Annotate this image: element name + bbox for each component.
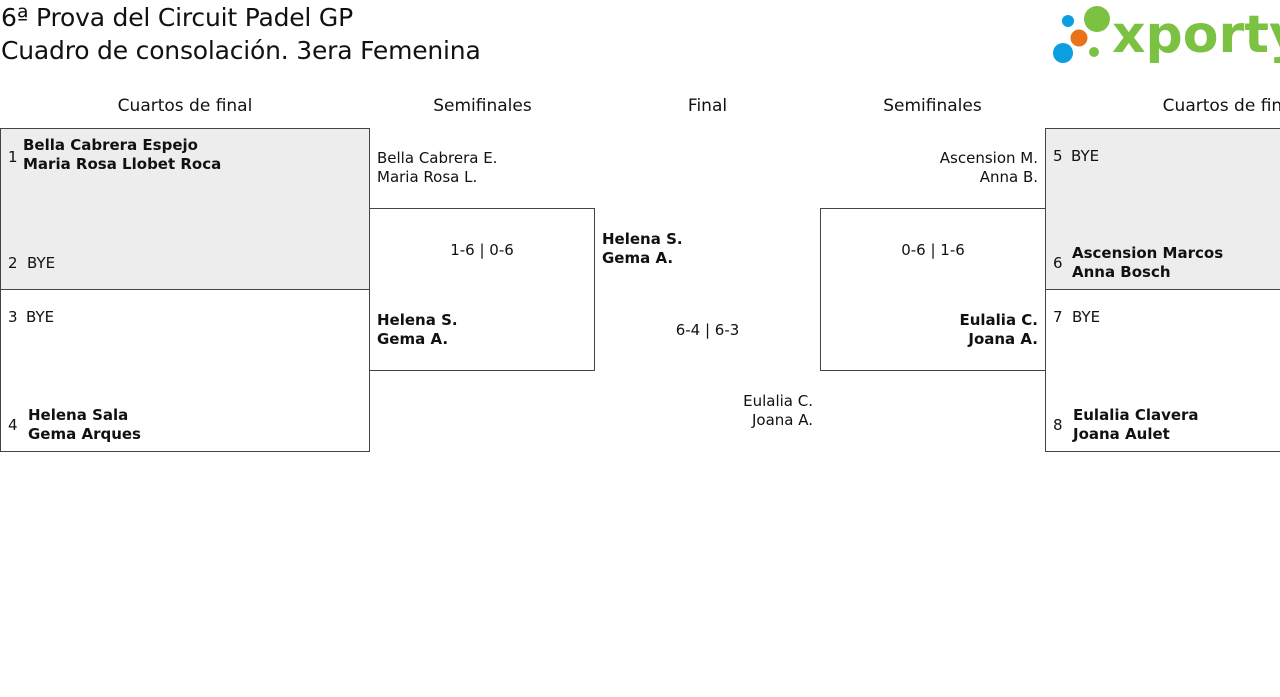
bye-label: BYE — [1071, 147, 1100, 165]
player-name: Anna B. — [979, 168, 1038, 186]
logo-dots-icon — [1053, 6, 1110, 63]
page-subtitle: Cuadro de consolación. 3era Femenina — [1, 36, 481, 65]
bye-label: BYE — [1072, 308, 1101, 326]
seed-number: 8 — [1053, 416, 1063, 434]
team-name: Bella Cabrera Espejo Maria Rosa Llobet R… — [23, 136, 221, 174]
player-name: Gema Arques — [28, 425, 141, 443]
left-semi-box[interactable]: 1-6 | 0-6 Helena S. Gema A. — [369, 208, 595, 371]
player-name: Bella Cabrera Espejo — [23, 136, 198, 154]
left-qf2-box[interactable]: 3 BYE 4 Helena Sala Gema Arques — [0, 289, 370, 452]
player-name: Eulalia C. — [959, 311, 1038, 329]
player-name: Helena Sala — [28, 406, 129, 424]
match-score: 0-6 | 1-6 — [901, 241, 965, 259]
seed-number: 2 — [8, 254, 18, 272]
player-name: Helena S. — [602, 230, 683, 248]
player-name: Bella Cabrera E. — [377, 149, 498, 167]
seed-number: 5 — [1053, 147, 1063, 165]
player-name: Ascension Marcos — [1072, 244, 1224, 262]
team-name: Eulalia Clavera Joana Aulet — [1073, 406, 1199, 444]
logo-wordmark: xporty — [1112, 5, 1280, 65]
player-name: Joana Aulet — [1073, 425, 1170, 443]
page-title: 6ª Prova del Circuit Padel GP — [1, 3, 353, 32]
right-qf1-box[interactable]: 5 BYE 6 Ascension Marcos Anna Bosch — [1045, 128, 1280, 290]
player-name: Joana A. — [751, 411, 813, 429]
final-bottom-team: Eulalia C. Joana A. — [700, 392, 813, 430]
right-semi-bottom-team: Eulalia C. Joana A. — [861, 311, 1038, 349]
left-semi-bottom-team: Helena S. Gema A. — [377, 311, 458, 349]
final-score: 6-4 | 6-3 — [675, 321, 740, 339]
left-qf1-box[interactable]: 1 Bella Cabrera Espejo Maria Rosa Llobet… — [0, 128, 370, 290]
right-qf2-box[interactable]: 7 BYE 8 Eulalia Clavera Joana Aulet — [1045, 289, 1280, 452]
seed-number: 7 — [1053, 308, 1063, 326]
team-name: Ascension Marcos Anna Bosch — [1072, 244, 1223, 282]
bye-label: BYE — [27, 254, 56, 272]
match-score: 1-6 | 0-6 — [450, 241, 514, 259]
seed-number: 4 — [8, 416, 18, 434]
player-name: Anna Bosch — [1072, 263, 1171, 281]
round-header-right-semis: Semifinales — [883, 96, 982, 116]
player-name: Eulalia C. — [743, 392, 813, 410]
seed-number: 6 — [1053, 254, 1063, 272]
player-name: Eulalia Clavera — [1073, 406, 1199, 424]
round-header-left-quarters: Cuartos de final — [117, 96, 253, 116]
round-header-left-semis: Semifinales — [433, 96, 532, 116]
player-name: Gema A. — [377, 330, 449, 348]
player-name: Maria Rosa L. — [377, 168, 478, 186]
player-name: Gema A. — [602, 249, 674, 267]
team-name: Helena Sala Gema Arques — [28, 406, 141, 444]
player-name: Maria Rosa Llobet Roca — [23, 155, 222, 173]
bye-label: BYE — [26, 308, 55, 326]
player-name: Joana A. — [968, 330, 1038, 348]
final-top-team: Helena S. Gema A. — [602, 230, 683, 268]
right-semi-top-team: Ascension M. Anna B. — [860, 149, 1038, 187]
player-name: Helena S. — [377, 311, 458, 329]
seed-number: 3 — [8, 308, 18, 326]
left-semi-top-team: Bella Cabrera E. Maria Rosa L. — [377, 149, 497, 187]
seed-number: 1 — [8, 148, 18, 166]
round-header-right-quarters: Cuartos de final — [1162, 96, 1280, 116]
right-semi-box[interactable]: 0-6 | 1-6 Eulalia C. Joana A. — [820, 208, 1046, 371]
xporty-logo: xporty — [1050, 2, 1280, 68]
player-name: Ascension M. — [939, 149, 1038, 167]
round-header-final: Final — [687, 96, 728, 116]
